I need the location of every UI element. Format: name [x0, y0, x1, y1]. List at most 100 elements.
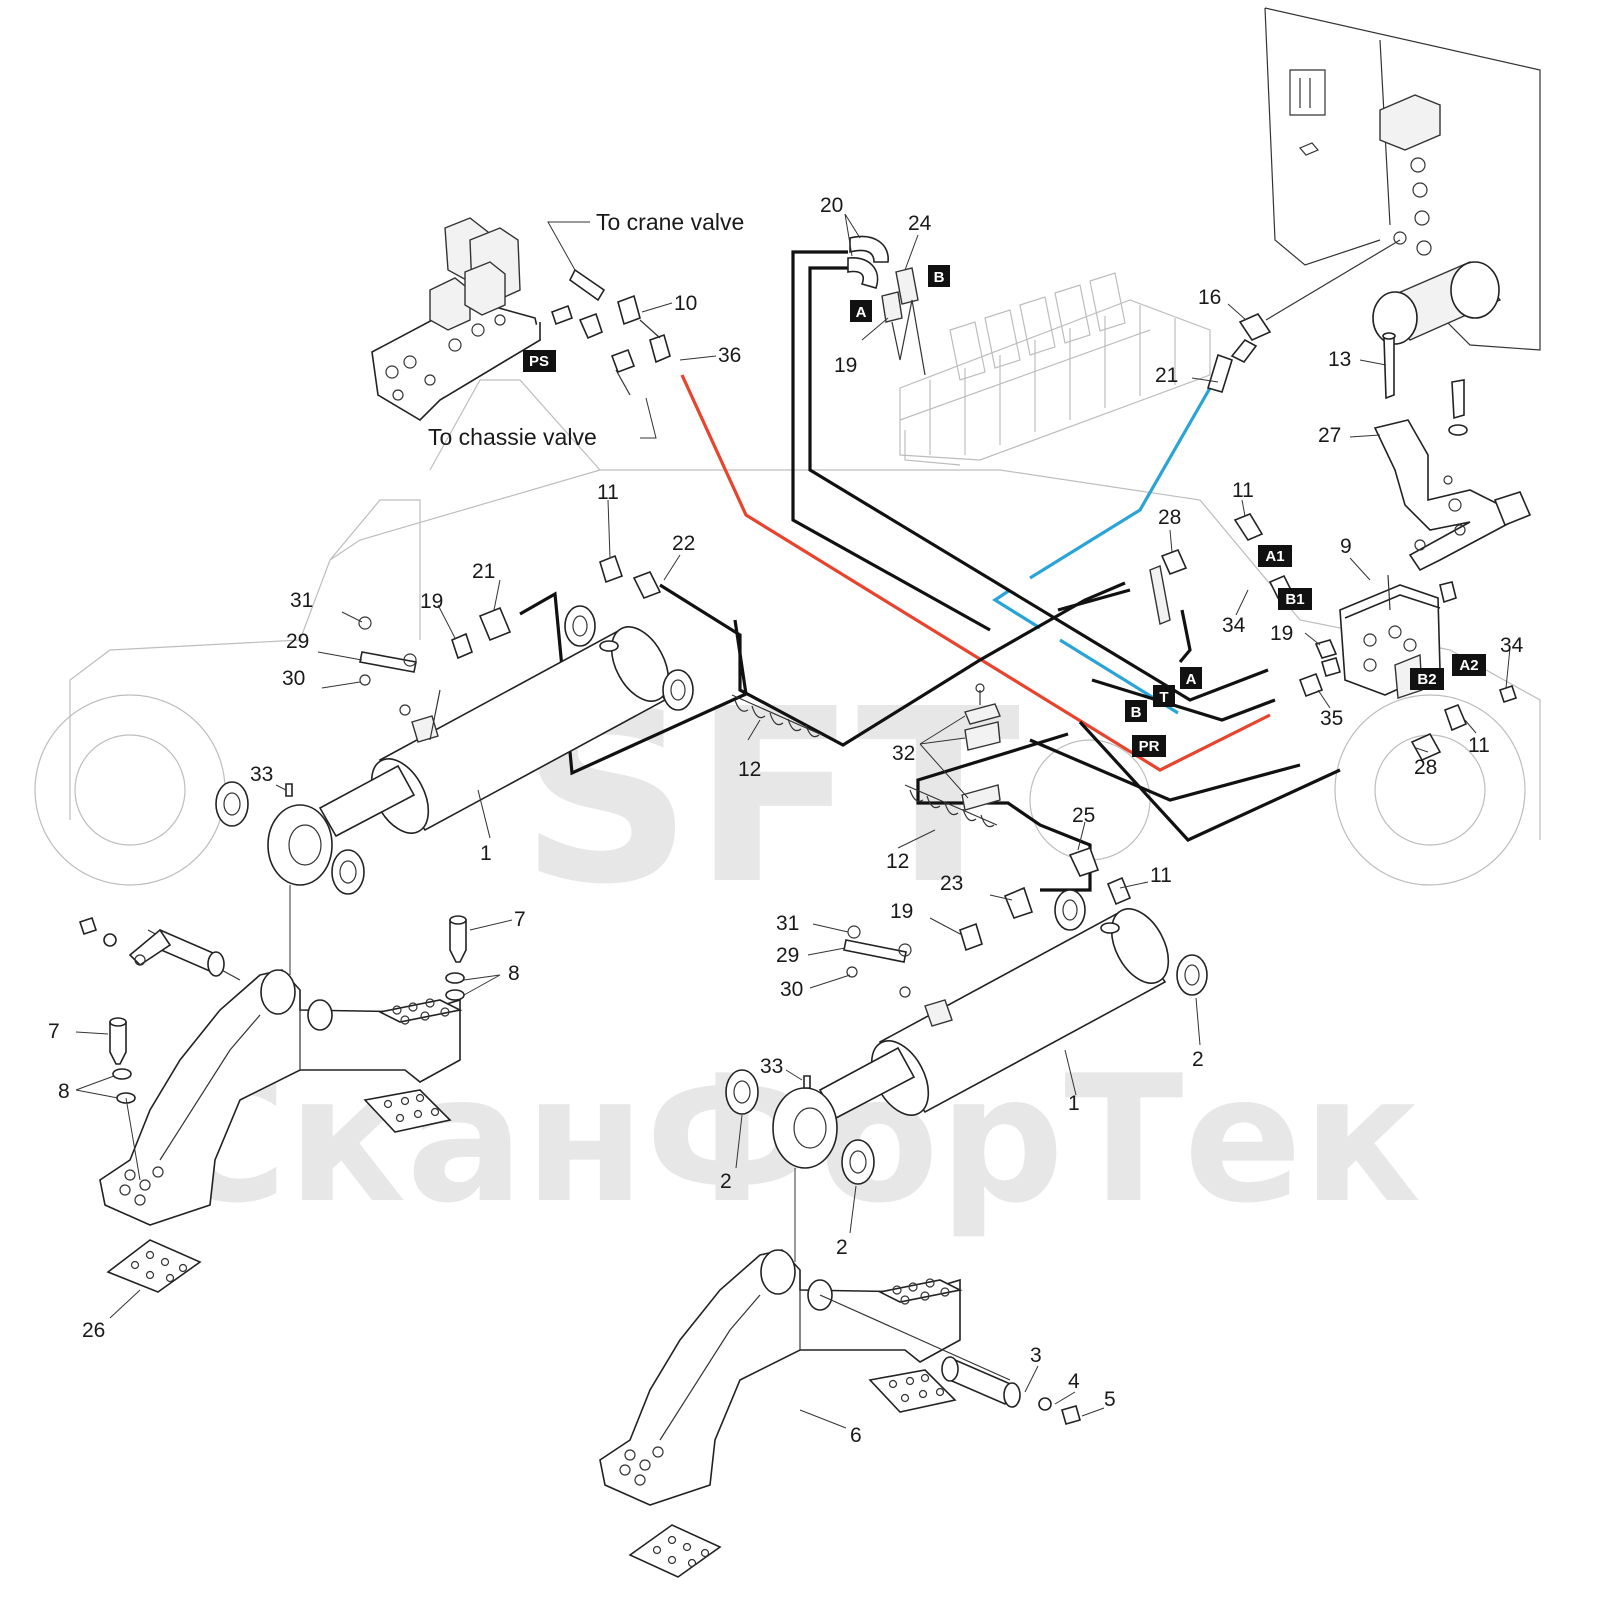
bolt-27b	[1448, 379, 1468, 436]
hose-right-valve	[1091, 678, 1276, 722]
callout-28b: 28	[1414, 756, 1437, 779]
callout-5: 5	[1104, 1388, 1116, 1411]
callout-28: 28	[1158, 506, 1181, 529]
port-tag-b2: B2	[1417, 671, 1436, 688]
hose-clamps-12b	[904, 784, 998, 828]
port-tag-b-top: B	[934, 269, 945, 286]
pin-3	[941, 1356, 1081, 1425]
port-tag-t: T	[1159, 689, 1168, 706]
callout-6: 6	[850, 1424, 862, 1447]
callout-11d: 11	[1150, 864, 1172, 887]
callout-11b: 11	[1468, 734, 1490, 757]
hose-cylinder-loop-a	[519, 591, 748, 776]
clamp-set-32	[961, 683, 1001, 811]
callout-9: 9	[1340, 535, 1352, 558]
callout-23: 23	[940, 872, 963, 895]
callout-11c: 11	[597, 481, 619, 504]
note-to-chassie-valve: To chassie valve	[428, 424, 597, 450]
fitting-group-10	[550, 268, 671, 396]
callout-19: 19	[834, 354, 857, 377]
callout-33b: 33	[760, 1055, 783, 1078]
hose-clamps-12a	[731, 694, 823, 738]
port-tag-b-mid: B	[1131, 704, 1142, 721]
ps-valve-block	[371, 217, 541, 422]
callout-21b: 21	[472, 560, 495, 583]
hose-28-stem	[1178, 609, 1192, 664]
callout-11: 11	[1232, 479, 1254, 502]
hose-25	[1029, 738, 1301, 802]
callout-16: 16	[1198, 286, 1221, 309]
callout-27: 27	[1318, 424, 1341, 447]
callout-13: 13	[1328, 348, 1351, 371]
port-tag-a1: A1	[1265, 548, 1284, 565]
fittings-20-24-19	[847, 235, 926, 376]
port-tag-b1: B1	[1285, 591, 1304, 608]
callout-35: 35	[1320, 707, 1343, 730]
machine-frame	[1264, 7, 1541, 351]
bolts-7-8-upper	[109, 915, 467, 1181]
watermark-tractor-outline	[34, 379, 1541, 886]
port-tag-a-mid: A	[1186, 671, 1197, 688]
callout-25: 25	[1072, 804, 1095, 827]
port-tag-ps: PS	[529, 353, 549, 370]
callout-7b: 7	[48, 1020, 60, 1043]
callout-31b: 31	[776, 912, 799, 935]
callout-8: 8	[508, 962, 520, 985]
stand-lower-center	[599, 1249, 1011, 1506]
callout-26: 26	[82, 1319, 105, 1342]
port-tag-a-top: A	[856, 304, 867, 321]
callout-4: 4	[1068, 1370, 1080, 1393]
callout-29b: 29	[776, 944, 799, 967]
shim-lower-a	[868, 1369, 957, 1413]
callout-34b: 34	[1500, 634, 1524, 657]
callout-36: 36	[718, 344, 741, 367]
callout-29: 29	[286, 630, 309, 653]
callout-10: 10	[674, 292, 697, 315]
callout-1b: 1	[1068, 1092, 1080, 1115]
cylinder-1-lower	[772, 908, 1170, 1169]
fittings-upper-cylinder	[358, 554, 662, 716]
hose-lower-return	[1078, 720, 1341, 842]
callout-7: 7	[514, 908, 526, 931]
pin-upper-left	[78, 916, 225, 977]
callout-33: 33	[250, 763, 273, 786]
bolt-13	[1382, 332, 1396, 400]
hose-22	[659, 581, 1126, 747]
hoses	[519, 250, 1341, 892]
port-tag-pr: PR	[1139, 738, 1160, 755]
shim-lower-b	[628, 1524, 722, 1578]
note-lead-crane	[547, 221, 590, 271]
pressure-hose-36	[680, 374, 1271, 772]
port-tag-a2: A2	[1459, 657, 1478, 674]
note-to-crane-valve: To crane valve	[596, 209, 744, 235]
callout-12b: 12	[886, 850, 909, 873]
valve-9	[1339, 574, 1457, 699]
callout-19b: 19	[1270, 622, 1293, 645]
callout-24: 24	[908, 212, 932, 235]
stand-upper-left	[99, 929, 463, 1226]
callout-20: 20	[820, 194, 843, 217]
callout-2b: 2	[720, 1170, 732, 1193]
callout-30: 30	[282, 667, 305, 690]
fittings-lower-cylinder	[843, 846, 1132, 998]
callout-leaders	[75, 213, 1511, 1429]
cylinder-1-lower-washers	[725, 889, 1208, 1185]
callout-31: 31	[290, 589, 313, 612]
hose-20-a	[791, 250, 991, 632]
callout-8b: 8	[58, 1080, 70, 1103]
bracket-27	[1373, 419, 1532, 572]
port-tags: PS A B A1 B1 A2 B2 T A B PR	[523, 265, 1486, 757]
cylinder-1-upper-washers	[215, 605, 694, 895]
callout-30b: 30	[780, 978, 803, 1001]
fitting-16-21	[1206, 239, 1401, 393]
hose-20-b	[808, 266, 1269, 702]
callout-labels: 20 24 19 10 36 16 21 13 27 11 28 9 34 19…	[48, 194, 1524, 1447]
note-lead-chassie	[640, 397, 657, 439]
main-control-valve	[899, 272, 1211, 466]
callout-34: 34	[1222, 614, 1246, 637]
callout-19d: 19	[890, 900, 913, 923]
callout-2c: 2	[836, 1236, 848, 1259]
shim-26	[106, 1239, 202, 1293]
callout-21: 21	[1155, 364, 1178, 387]
